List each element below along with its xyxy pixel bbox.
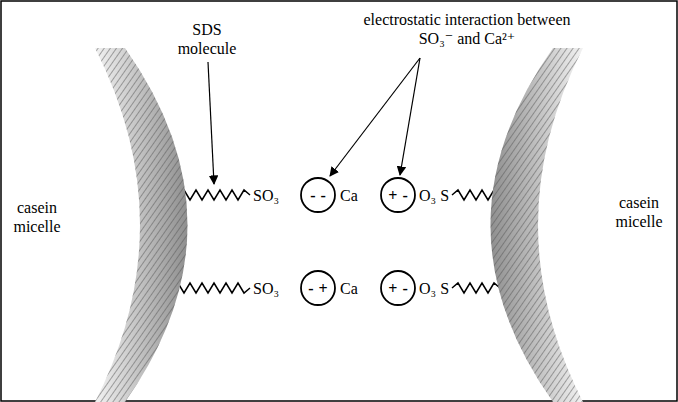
ion-label: Ca <box>340 186 358 205</box>
ion-circle-outline <box>380 270 416 306</box>
leader-arrow <box>400 58 420 175</box>
ion-charge-circle: -- <box>300 177 336 213</box>
casein-micelle: casein micelle <box>0 48 195 402</box>
micelle-label: casein micelle <box>4 198 70 236</box>
annotation-label: electrostatic interaction between SO₃⁻ a… <box>362 10 572 48</box>
chemical-group: O₃ S <box>419 279 449 298</box>
chemical-group: SO₃ <box>253 279 279 298</box>
charge-sign: + <box>388 186 397 205</box>
ion-charge-circle: -+ <box>300 270 336 306</box>
micelle-shading <box>491 48 584 402</box>
micelle-hatching <box>95 48 188 402</box>
component-label: SDS molecule <box>165 20 249 58</box>
charge-sign: - <box>402 279 407 298</box>
ion-label: Ca <box>340 279 358 298</box>
chemical-group: O₃ S <box>419 186 449 205</box>
charge-sign: - <box>310 186 315 205</box>
charge-sign: - <box>402 186 407 205</box>
ion-circle <box>301 271 335 305</box>
ion-circle <box>381 178 415 212</box>
sds-tail <box>452 283 500 293</box>
ion-charge-circle: +- <box>380 177 416 213</box>
charge-sign: - <box>321 186 326 205</box>
ion-charge-circle: +- <box>380 270 416 306</box>
leader-arrow <box>330 58 420 176</box>
casein-micelle: casein micelle <box>420 48 678 402</box>
chemical-group: SO₃ <box>253 186 279 205</box>
sds-tail <box>172 283 250 293</box>
micelle-shading <box>95 48 188 402</box>
ion-circle <box>381 271 415 305</box>
leader-arrow <box>208 62 214 184</box>
charge-sign: + <box>319 279 328 298</box>
sds-tail <box>178 190 250 200</box>
ion-circle <box>301 178 335 212</box>
ion-circle-outline <box>300 270 336 306</box>
micelle-hatching <box>491 48 584 402</box>
micelle-label: casein micelle <box>606 193 672 231</box>
charge-sign: + <box>388 279 397 298</box>
ion-circle-outline <box>380 177 416 213</box>
ion-circle-outline <box>300 177 336 213</box>
charge-sign: - <box>308 279 313 298</box>
